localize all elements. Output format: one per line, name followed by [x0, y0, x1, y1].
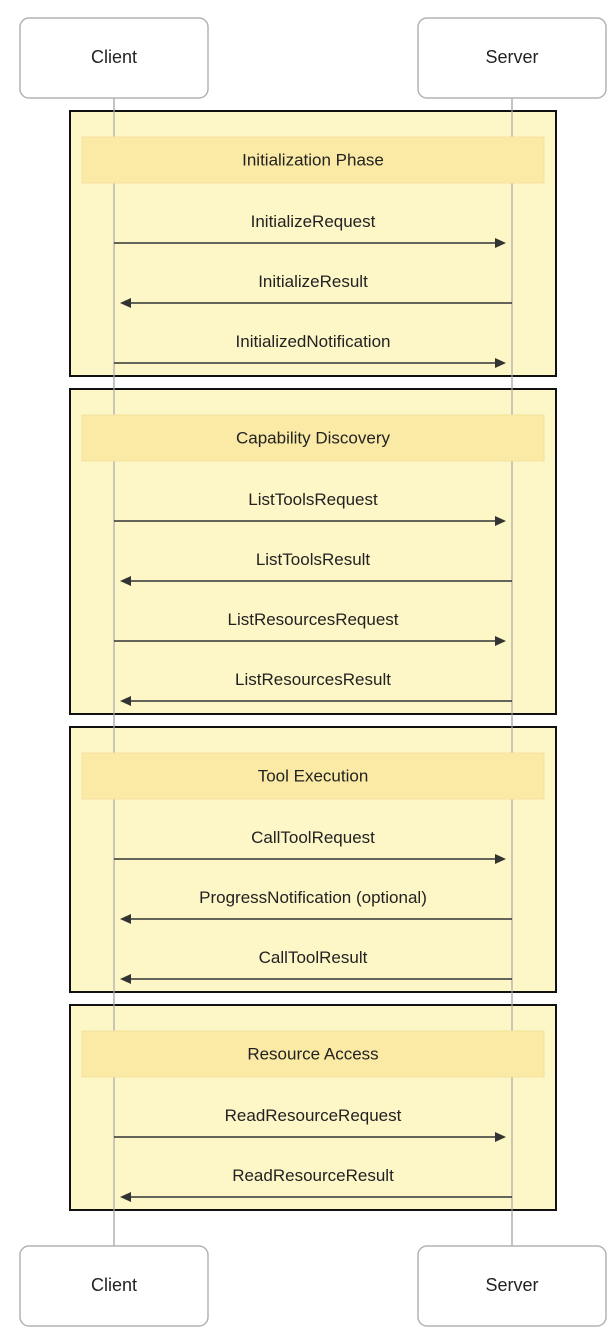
message-label-calltoolresult: CallToolResult — [259, 948, 368, 967]
client-actor-bottom: Client — [19, 1245, 209, 1327]
message-initializerequest: InitializeRequest — [114, 212, 506, 248]
message-label-listresourcesrequest: ListResourcesRequest — [227, 610, 398, 629]
server-actor-top-label: Server — [485, 47, 538, 67]
group-title-band-tool-execution — [81, 752, 545, 800]
message-label-listresourcesresult: ListResourcesResult — [235, 670, 391, 689]
client-actor-top-label: Client — [91, 47, 137, 67]
group-title-capability-discovery: Capability Discovery — [236, 428, 390, 447]
message-listtoolsrequest: ListToolsRequest — [114, 490, 506, 526]
group-title-initialization-phase: Initialization Phase — [242, 150, 384, 169]
group-title-band-capability-discovery — [81, 414, 545, 462]
message-listresourcesresult: ListResourcesResult — [120, 670, 512, 706]
arrow-head-icon — [120, 576, 131, 586]
arrow-head-icon — [495, 854, 506, 864]
group-title-band-initialization-phase — [81, 136, 545, 184]
message-label-initializerequest: InitializeRequest — [251, 212, 376, 231]
content-layer: Initialization PhaseInitializeRequestIni… — [81, 136, 545, 1202]
message-progressnotification-optional: ProgressNotification (optional) — [120, 888, 512, 924]
client-actor-bottom-label: Client — [91, 1275, 137, 1295]
group-title-tool-execution: Tool Execution — [258, 766, 369, 785]
arrow-head-icon — [495, 516, 506, 526]
arrow-head-icon — [120, 914, 131, 924]
arrow-head-icon — [495, 1132, 506, 1142]
message-label-listtoolsresult: ListToolsResult — [256, 550, 371, 569]
arrow-head-icon — [495, 358, 506, 368]
group-title-band-resource-access — [81, 1030, 545, 1078]
message-label-progressnotification-optional: ProgressNotification (optional) — [199, 888, 427, 907]
server-actor-bottom-label: Server — [485, 1275, 538, 1295]
message-initializeresult: InitializeResult — [120, 272, 512, 308]
message-initializednotification: InitializedNotification — [114, 332, 506, 368]
arrow-head-icon — [120, 974, 131, 984]
client-actor-top: Client — [19, 17, 209, 99]
message-label-listtoolsrequest: ListToolsRequest — [248, 490, 378, 509]
message-label-readresourceresult: ReadResourceResult — [232, 1166, 394, 1185]
message-calltoolresult: CallToolResult — [120, 948, 512, 984]
arrow-head-icon — [120, 1192, 131, 1202]
message-calltoolrequest: CallToolRequest — [114, 828, 506, 864]
arrow-head-icon — [120, 696, 131, 706]
arrow-head-icon — [495, 636, 506, 646]
message-label-initializednotification: InitializedNotification — [236, 332, 391, 351]
message-label-readresourcerequest: ReadResourceRequest — [225, 1106, 402, 1125]
message-readresourcerequest: ReadResourceRequest — [114, 1106, 506, 1142]
arrow-head-icon — [120, 298, 131, 308]
arrow-head-icon — [495, 238, 506, 248]
message-label-initializeresult: InitializeResult — [258, 272, 368, 291]
message-listtoolsresult: ListToolsResult — [120, 550, 512, 586]
server-actor-bottom: Server — [417, 1245, 607, 1327]
message-label-calltoolrequest: CallToolRequest — [251, 828, 375, 847]
message-readresourceresult: ReadResourceResult — [120, 1166, 512, 1202]
message-listresourcesrequest: ListResourcesRequest — [114, 610, 506, 646]
group-title-resource-access: Resource Access — [247, 1044, 378, 1063]
server-actor-top: Server — [417, 17, 607, 99]
